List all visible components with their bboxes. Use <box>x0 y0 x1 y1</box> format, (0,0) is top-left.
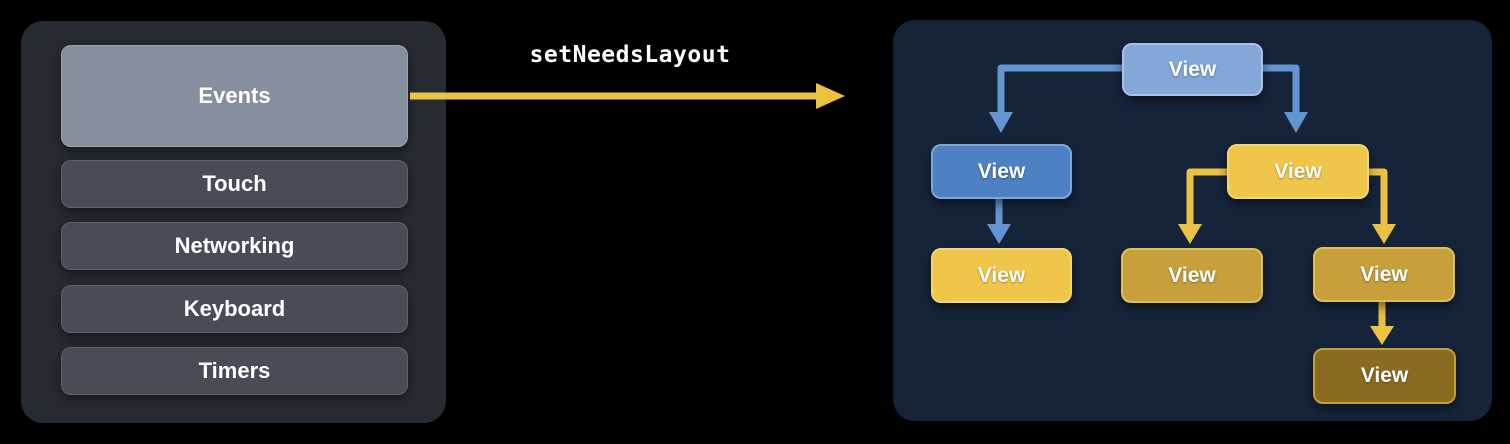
view-node-child-left: View <box>931 144 1072 199</box>
view-node-grandchild-middle: View <box>1121 248 1263 303</box>
networking-box: Networking <box>61 222 408 270</box>
timers-box: Timers <box>61 347 408 395</box>
touch-box: Touch <box>61 160 408 208</box>
view-node-label: View <box>1168 57 1217 81</box>
view-node-label: View <box>1360 364 1409 387</box>
touch-box-label: Touch <box>202 171 267 196</box>
keyboard-box: Keyboard <box>61 285 408 333</box>
main-arrow <box>410 83 845 109</box>
event-sources-panel: Events Touch Networking Keyboard Timers <box>21 21 446 423</box>
view-node-great-grandchild: View <box>1313 348 1456 404</box>
networking-box-label: Networking <box>174 233 295 258</box>
timers-box-label: Timers <box>198 358 271 383</box>
view-node-root: View <box>1122 43 1263 96</box>
events-box: Events <box>61 45 408 147</box>
view-node-label: View <box>977 263 1026 287</box>
view-node-grandchild-left: View <box>931 248 1072 303</box>
view-node-label: View <box>1168 263 1216 287</box>
events-box-label: Events <box>198 83 271 108</box>
view-node-label: View <box>977 159 1026 183</box>
view-node-label: View <box>1274 159 1322 183</box>
keyboard-box-label: Keyboard <box>183 296 286 321</box>
view-node-child-right: View <box>1227 144 1369 199</box>
set-needs-layout-label: setNeedsLayout <box>529 42 731 68</box>
view-node-grandchild-right: View <box>1313 247 1455 302</box>
view-node-label: View <box>1360 262 1408 286</box>
